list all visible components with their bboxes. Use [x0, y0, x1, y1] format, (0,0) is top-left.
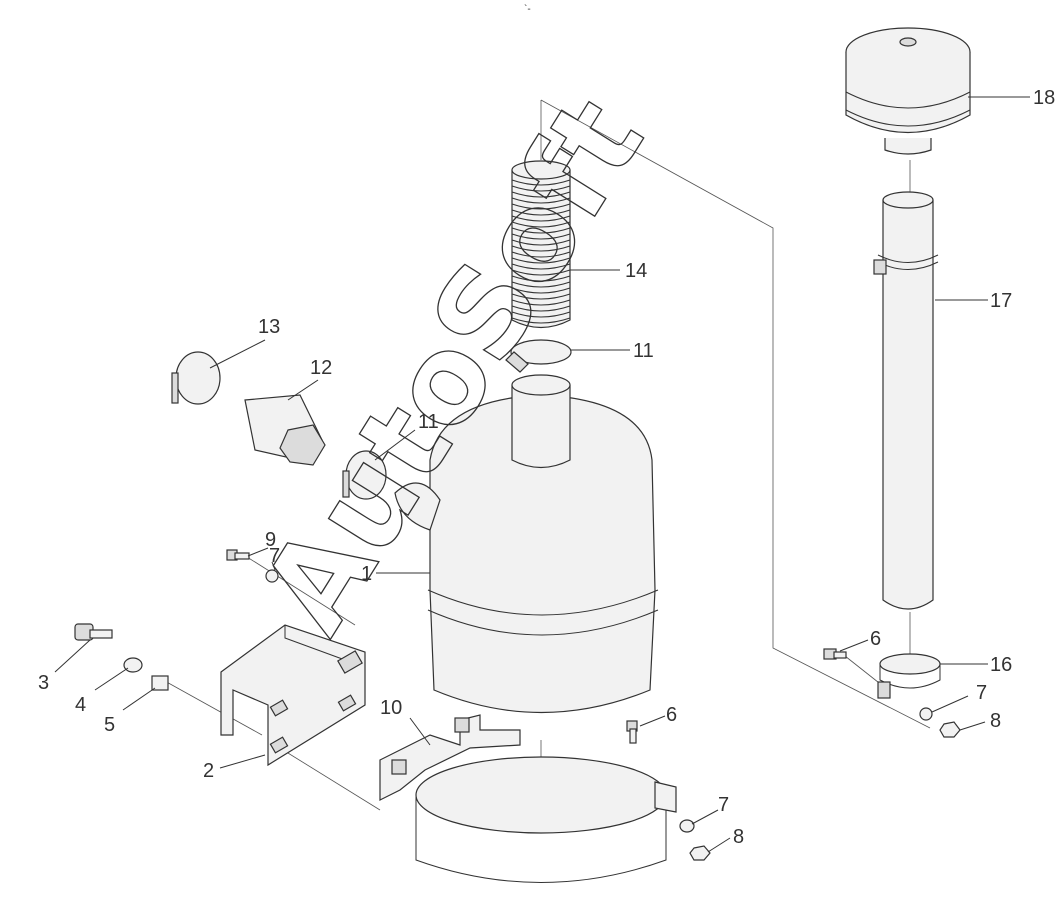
callout-labels: 18 17 16 14 11 13 12 11 1 9 7 3 4 5 2 10…	[38, 87, 1055, 848]
hose-rib	[511, 257, 571, 264]
callout-6-lower: 6	[666, 704, 677, 726]
callout-2: 2	[203, 760, 214, 782]
callout-5: 5	[104, 714, 115, 736]
part-18-air-cap	[845, 27, 971, 155]
fasteners	[74, 549, 961, 861]
hose-rib	[511, 215, 571, 222]
callout-7-upper: 7	[976, 682, 987, 704]
assembly-lines	[162, 99, 931, 811]
part-14-corrugated-hose	[511, 160, 571, 329]
part-8-nut-upper	[939, 721, 961, 738]
part-6-bolt-upper	[823, 648, 847, 660]
hose-rib	[511, 305, 571, 312]
part-8-nut-lower	[689, 845, 711, 861]
hose-rib	[511, 197, 571, 204]
hose-rib	[511, 287, 571, 294]
callout-9: 9	[265, 529, 276, 551]
hose-rib	[511, 179, 571, 186]
part-11-upper-clamp	[505, 339, 572, 373]
callout-18: 18	[1033, 87, 1055, 109]
part-6-bolt-lower	[626, 720, 638, 744]
hose-rib	[511, 251, 571, 258]
hose-rib	[511, 299, 571, 306]
hose-rib	[511, 191, 571, 198]
part-11-lower-clamp	[342, 450, 387, 500]
callout-13: 13	[258, 316, 280, 338]
part-3-bolt	[74, 623, 113, 641]
callout-11-lower: 11	[418, 411, 439, 433]
hose-rib	[511, 275, 571, 282]
callout-17: 17	[990, 290, 1012, 312]
callout-12: 12	[310, 357, 332, 379]
callout-14: 14	[625, 260, 647, 282]
callout-16: 16	[990, 654, 1012, 676]
hose-rib	[511, 233, 571, 240]
part-9-bolt	[226, 549, 250, 561]
part-13-clamp	[171, 351, 221, 405]
hose-rib	[511, 263, 571, 270]
hose-rib	[511, 221, 571, 228]
part-17-intake-pipe	[873, 191, 939, 610]
top-mark: `-	[524, 3, 531, 15]
leader-lines	[54, 96, 1030, 853]
hose-rib	[511, 281, 571, 288]
hose-rib	[511, 239, 571, 246]
callout-10: 10	[380, 697, 402, 719]
part-7-nut-upper	[919, 707, 933, 721]
part-5-square-washer	[151, 675, 169, 691]
hose-rib	[511, 311, 571, 318]
hose-rib	[511, 293, 571, 300]
callout-7-lower: 7	[718, 794, 729, 816]
hose-rib	[511, 269, 571, 276]
hose-rib	[511, 203, 571, 210]
part-4-washer	[123, 657, 143, 673]
part-12-rubber-elbow	[244, 394, 326, 466]
part-16-clamp	[877, 653, 941, 699]
part-7-nut-left	[265, 569, 279, 583]
callout-7-left: 7	[269, 545, 280, 567]
part-7-nut-lower	[679, 819, 695, 833]
part-10-strap-band	[379, 714, 677, 883]
part-1-filter-housing	[394, 374, 659, 714]
hose-rib	[511, 317, 571, 324]
callout-8-upper: 8	[990, 710, 1001, 732]
callout-8-lower: 8	[733, 826, 744, 848]
callout-3: 3	[38, 672, 49, 694]
hose-rib	[511, 227, 571, 234]
callout-11-upper: 11	[633, 340, 654, 362]
callout-4: 4	[75, 694, 86, 716]
callout-1: 1	[361, 563, 372, 585]
hose-rib	[511, 185, 571, 192]
hose-rib	[511, 245, 571, 252]
part-2-bracket	[220, 624, 366, 767]
hose-rib	[511, 209, 571, 216]
callout-6-upper: 6	[870, 628, 881, 650]
